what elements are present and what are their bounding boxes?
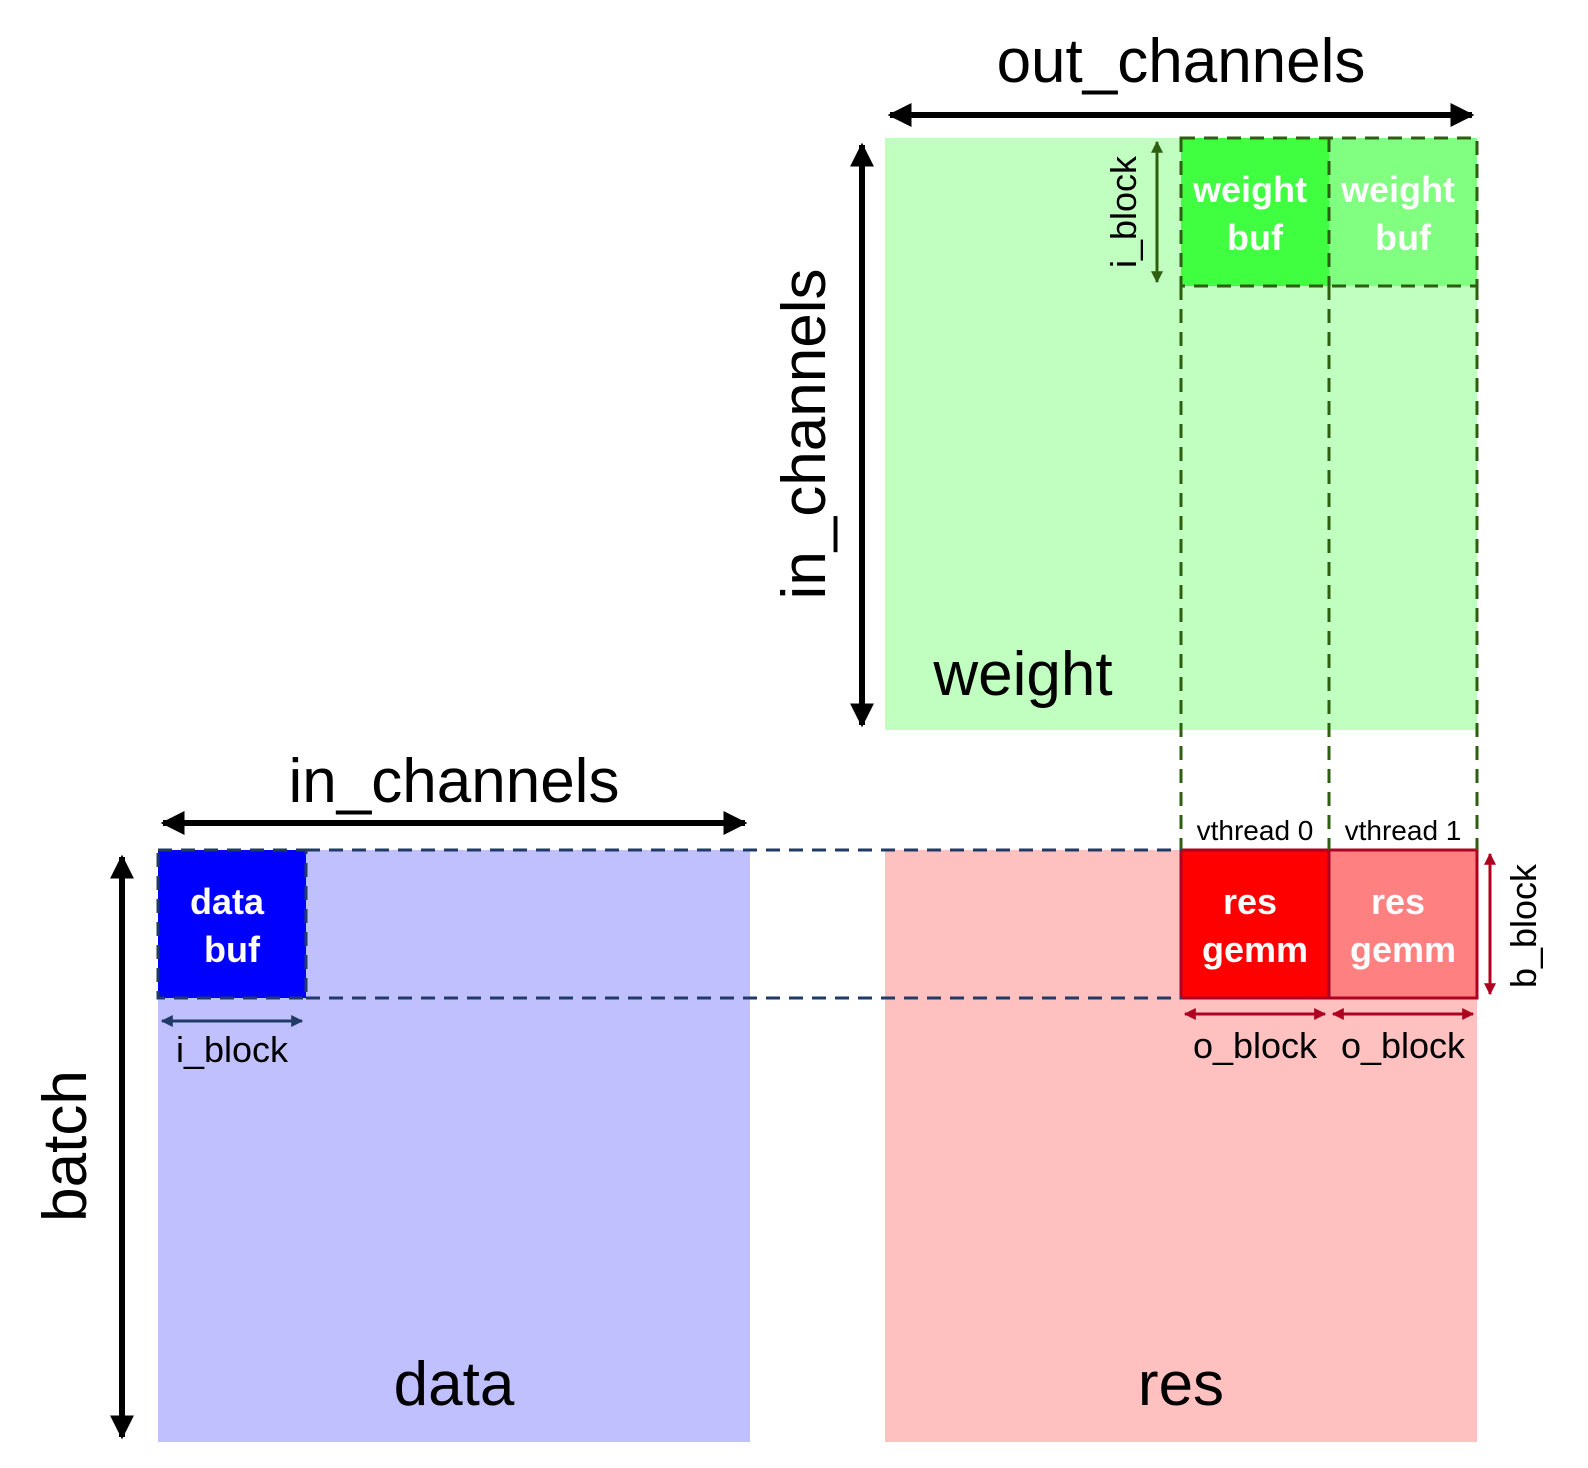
weight-i-block-label: i_block: [1103, 155, 1144, 268]
res-gemm-1-line-1: res: [1371, 881, 1425, 922]
weight-buf-1-line-1: weight: [1340, 169, 1455, 210]
batch-label: batch: [31, 1070, 100, 1222]
weight-matrix-label: weight: [932, 640, 1112, 709]
weight-buf-1: [1329, 138, 1477, 286]
weight-buf-0-line-2: buf: [1227, 217, 1284, 258]
vthread-0-label: vthread 0: [1197, 815, 1314, 846]
out-channels-label: out_channels: [997, 27, 1366, 96]
data-buf-label: data buf: [190, 881, 274, 970]
res-gemm-1-label: res gemm: [1350, 881, 1456, 970]
data-in-channels-label: in_channels: [289, 747, 620, 816]
data-matrix-label: data: [394, 1350, 515, 1419]
res-gemm-0-line-2: gemm: [1202, 929, 1308, 970]
weight-buf-0: [1181, 138, 1329, 286]
res-matrix-label: res: [1138, 1350, 1224, 1419]
weight-buf-0-line-1: weight: [1192, 169, 1307, 210]
o-block-1-label: o_block: [1341, 1025, 1466, 1066]
b-block-label: b_block: [1503, 863, 1544, 988]
weight-buf-1-line-2: buf: [1375, 217, 1432, 258]
data-buf-line-1: data: [190, 881, 265, 922]
o-block-0-label: o_block: [1193, 1025, 1318, 1066]
data-buf: [158, 850, 306, 998]
weight-buf-1-label: weight buf: [1340, 169, 1465, 258]
res-gemm-1-line-2: gemm: [1350, 929, 1456, 970]
res-gemm-1: [1329, 850, 1477, 998]
res-gemm-0: [1181, 850, 1329, 998]
weight-buf-0-label: weight buf: [1192, 169, 1317, 258]
data-i-block-label: i_block: [176, 1029, 289, 1070]
weight-in-channels-label: in_channels: [770, 269, 839, 600]
res-gemm-0-label: res gemm: [1202, 881, 1308, 970]
data-buf-line-2: buf: [204, 929, 261, 970]
vthread-1-label: vthread 1: [1345, 815, 1462, 846]
res-gemm-0-line-1: res: [1223, 881, 1277, 922]
weight-buf-dashed-guides: [1179, 136, 1479, 850]
data-buf-dashed-guides: [156, 848, 1181, 1000]
